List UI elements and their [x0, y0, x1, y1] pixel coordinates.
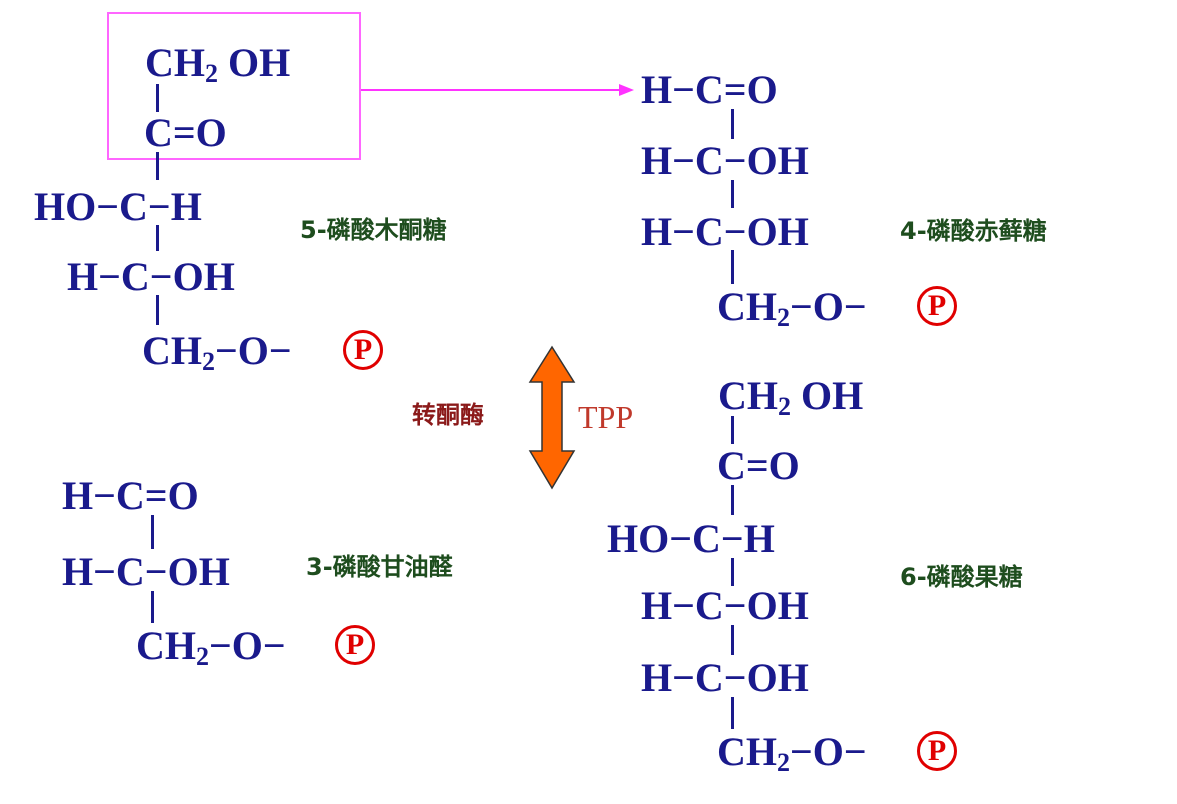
- f6p-bond-3: [731, 558, 734, 586]
- g3p-phosphate-icon: P: [335, 625, 375, 665]
- g3p-bond-1: [151, 515, 154, 549]
- e4p-name-label: 4-磷酸赤藓糖: [900, 217, 1047, 245]
- x5p-bond-2: [156, 152, 159, 180]
- f6p-name-label: 6-磷酸果糖: [900, 563, 1023, 591]
- g3p-bond-2: [151, 591, 154, 623]
- e4p-row-2: H−C−OH: [641, 138, 809, 183]
- x5p-phosphate-icon: P: [343, 330, 383, 370]
- x5p-name-label: 5-磷酸木酮糖: [300, 216, 447, 244]
- e4p-row-3: H−C−OH: [641, 209, 809, 254]
- f6p-bond-4: [731, 625, 734, 655]
- e4p-bond-2: [731, 180, 734, 208]
- x5p-row-1: CH2 OH: [145, 40, 291, 88]
- g3p-name-label: 3-磷酸甘油醛: [306, 553, 453, 581]
- enzyme-label: 转酮酶: [412, 401, 484, 429]
- f6p-phosphate-icon: P: [917, 731, 957, 771]
- f6p-bond-1: [731, 416, 734, 444]
- x5p-row-2: C=O: [144, 110, 227, 155]
- g3p-row-1: H−C=O: [62, 473, 199, 518]
- f6p-row-5: H−C−OH: [641, 655, 809, 700]
- two-carbon-unit-highlight: [107, 12, 361, 160]
- g3p-row-3: CH2−O−: [136, 623, 286, 671]
- transfer-arrow-icon: [361, 84, 634, 96]
- f6p-row-3: HO−C−H: [607, 516, 775, 561]
- cofactor-label: TPP: [578, 399, 634, 435]
- g3p-row-2: H−C−OH: [62, 549, 230, 594]
- f6p-row-2: C=O: [717, 443, 800, 488]
- e4p-row-4: CH2−O−: [717, 284, 867, 332]
- e4p-bond-3: [731, 250, 734, 284]
- f6p-row-1: CH2 OH: [718, 373, 864, 421]
- f6p-row-4: H−C−OH: [641, 583, 809, 628]
- reversible-arrow-icon: [528, 345, 576, 490]
- f6p-bond-2: [731, 485, 734, 515]
- x5p-bond-1: [156, 84, 159, 112]
- x5p-row-3: HO−C−H: [34, 184, 202, 229]
- e4p-phosphate-icon: P: [917, 286, 957, 326]
- x5p-bond-3: [156, 225, 159, 251]
- x5p-row-5: CH2−O−: [142, 328, 292, 376]
- e4p-bond-1: [731, 109, 734, 139]
- x5p-row-4: H−C−OH: [67, 254, 235, 299]
- x5p-bond-4: [156, 295, 159, 325]
- e4p-row-1: H−C=O: [641, 67, 778, 112]
- f6p-row-6: CH2−O−: [717, 729, 867, 777]
- f6p-bond-5: [731, 697, 734, 729]
